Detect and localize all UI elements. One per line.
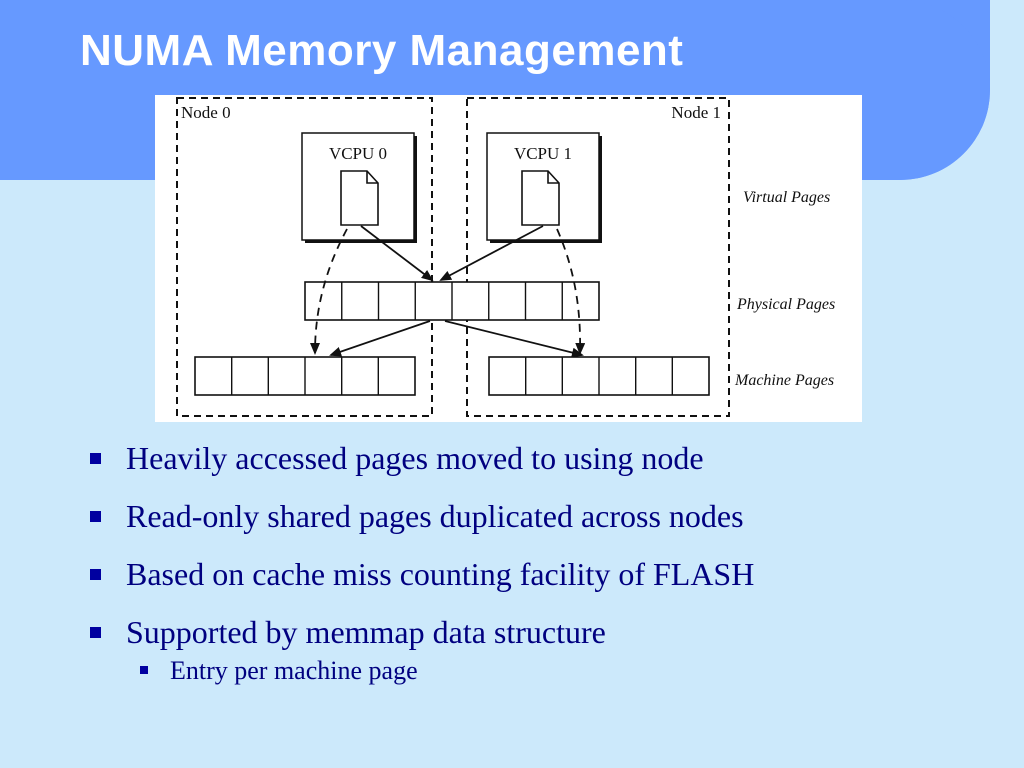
bullet-text: Supported by memmap data structure <box>126 614 606 650</box>
node1-label: Node 1 <box>671 103 721 122</box>
vcpu1-box: VCPU 1 <box>486 132 602 243</box>
arrow-vcpu0-to-physical <box>360 225 434 282</box>
bullet-item: Supported by memmap data structure <box>90 614 754 650</box>
arrow-vcpu1-to-physical <box>439 225 544 281</box>
dashed-arrow-vcpu0-to-machine <box>310 228 348 355</box>
layer-label-physical: Physical Pages <box>736 296 835 313</box>
arrow-physical-to-machine-node1 <box>444 320 584 358</box>
bullet-item: Read-only shared pages duplicated across… <box>90 498 754 534</box>
bullet-square-icon <box>90 569 101 580</box>
sub-bullet-text: Entry per machine page <box>170 656 418 685</box>
bullet-square-icon <box>90 511 101 522</box>
node0-label: Node 0 <box>181 103 231 122</box>
vcpu0-box: VCPU 0 <box>301 132 417 243</box>
arrow-physical-to-machine-node0 <box>329 320 431 357</box>
bullet-item: Based on cache miss counting facility of… <box>90 556 754 592</box>
physical-pages-row <box>304 281 600 321</box>
vcpu0-label: VCPU 0 <box>329 144 387 163</box>
bullet-text: Read-only shared pages duplicated across… <box>126 498 744 534</box>
layer-label-machine: Machine Pages <box>734 372 834 389</box>
slide-title: NUMA Memory Management <box>80 26 684 75</box>
dashed-arrow-vcpu1-to-machine <box>556 228 586 355</box>
sub-bullet-item: Entry per machine page <box>90 656 754 686</box>
bullet-item: Heavily accessed pages moved to using no… <box>90 440 754 476</box>
machine-pages-node0 <box>194 356 416 396</box>
numa-diagram-svg: Node 0 Node 1 VCPU 0 VCPU 1 <box>176 97 835 417</box>
bullet-list: Heavily accessed pages moved to using no… <box>90 440 754 686</box>
virtual-page-icon-1 <box>521 170 560 226</box>
vcpu1-label: VCPU 1 <box>514 144 572 163</box>
node0-frame <box>176 97 433 417</box>
layer-label-virtual: Virtual Pages <box>743 189 830 206</box>
bullet-text: Based on cache miss counting facility of… <box>126 556 755 592</box>
numa-diagram: Node 0 Node 1 VCPU 0 VCPU 1 <box>155 95 862 422</box>
node1-frame <box>466 97 730 417</box>
machine-pages-node1 <box>488 356 710 396</box>
bullet-square-icon <box>90 453 101 464</box>
virtual-page-icon-0 <box>340 170 379 226</box>
bullet-square-icon <box>90 627 101 638</box>
sub-bullet-square-icon <box>140 666 148 674</box>
bullet-text: Heavily accessed pages moved to using no… <box>126 440 704 476</box>
